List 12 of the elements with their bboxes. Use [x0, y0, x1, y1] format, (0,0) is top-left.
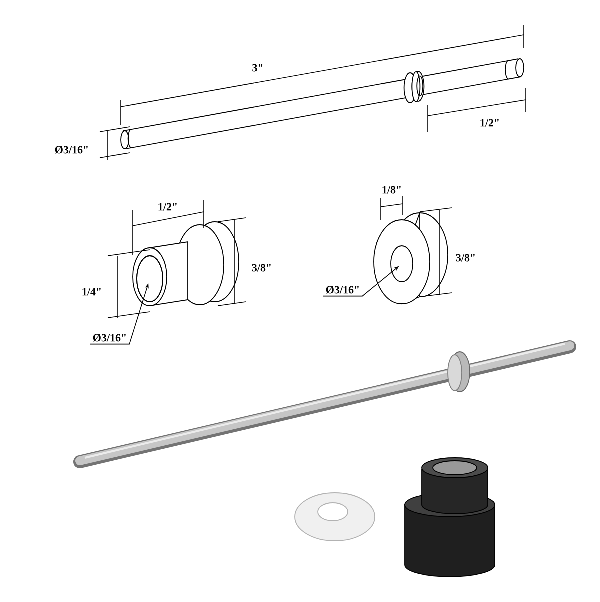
- dimension-label: 1/8": [382, 186, 401, 194]
- dimension-label: Ø3/16": [55, 146, 88, 154]
- dimension-label: 1/2": [480, 119, 499, 127]
- dimension-label: 1/4": [82, 288, 101, 296]
- diameter-label: Ø3/16": [93, 334, 126, 342]
- dimension-label: 3/8": [252, 264, 271, 272]
- diameter-label: Ø3/16": [326, 286, 359, 294]
- dimension-label: 1/2": [158, 203, 177, 211]
- dimension-label: 3": [252, 64, 263, 72]
- bore-hole: [390, 246, 414, 282]
- bore-hole: [136, 256, 164, 302]
- dimension-label: 3/8": [456, 254, 475, 262]
